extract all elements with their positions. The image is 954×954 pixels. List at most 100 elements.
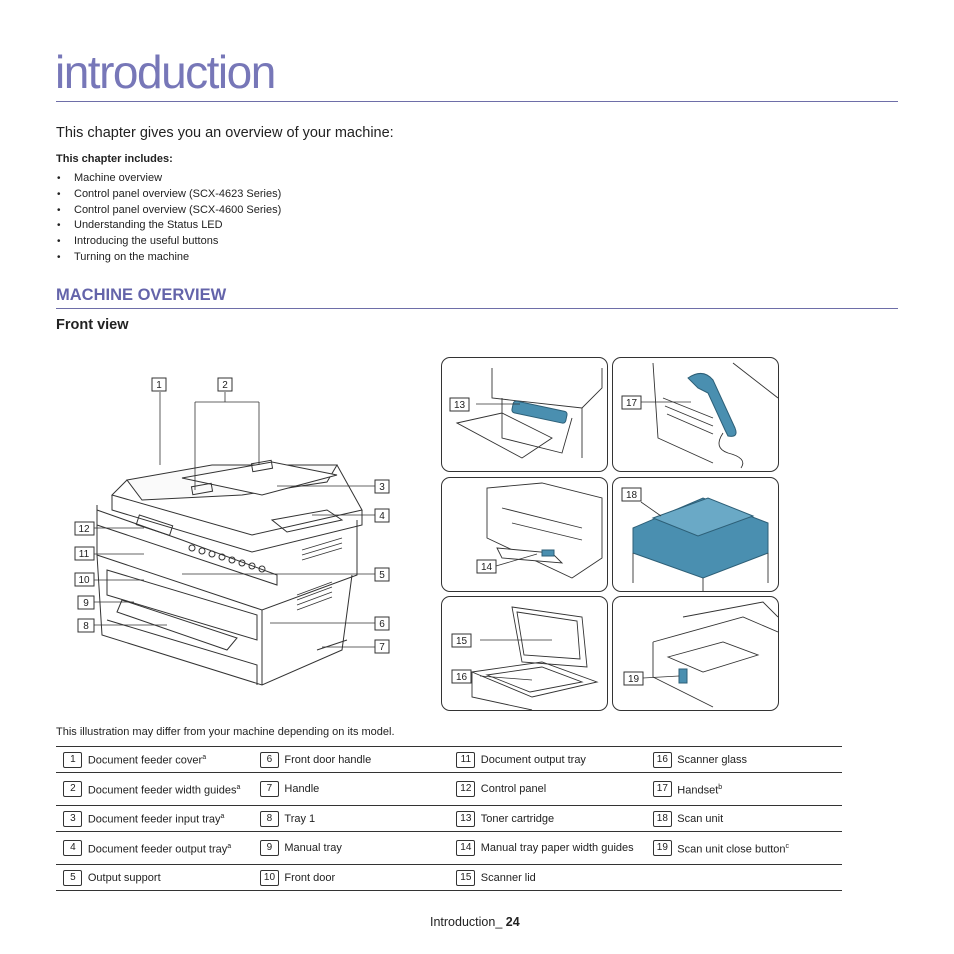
svg-text:19: 19 [628, 674, 640, 685]
legend-number-cell: 16 [645, 746, 678, 773]
legend-label: Manual tray paper width guides [480, 842, 634, 854]
thumb-handset: 17 [612, 357, 779, 472]
callout-2: 2 [217, 377, 233, 392]
svg-text:18: 18 [626, 490, 638, 501]
legend-label: Tray 1 [284, 812, 316, 825]
legend-footnote-marker: a [227, 842, 232, 850]
legend-number-cell: 18 [645, 805, 678, 832]
callout-17: 17 [621, 395, 642, 410]
legend-number-cell: 4 [56, 831, 88, 865]
legend-number-cell: 2 [56, 772, 88, 806]
callout-18: 18 [621, 487, 642, 502]
svg-text:11: 11 [79, 549, 90, 560]
svg-text:10: 10 [78, 575, 90, 586]
callout-8: 8 [77, 618, 95, 633]
legend-number-badge: 15 [456, 869, 476, 886]
legend-number-cell: 9 [252, 831, 285, 865]
legend-number-badge: 6 [259, 751, 279, 768]
svg-text:4: 4 [379, 511, 385, 522]
callout-15: 15 [451, 633, 472, 648]
legend-label-cell: Manual tray [284, 831, 449, 865]
illustration-note: This illustration may differ from your m… [56, 726, 395, 738]
legend-label: Handle [284, 783, 320, 795]
legend-number-cell: 3 [56, 805, 88, 832]
legend-number-cell [645, 864, 678, 891]
legend-number-cell: 10 [252, 864, 285, 891]
handset-illustration: 17 [621, 362, 778, 469]
legend-label: Handset [677, 784, 719, 797]
legend-number-cell: 6 [252, 746, 285, 773]
svg-text:14: 14 [481, 562, 493, 573]
scan-unit-close-button-illustration: 19 [623, 601, 778, 708]
legend-number-badge: 9 [259, 840, 279, 856]
callout-12: 12 [74, 521, 95, 536]
legend-label: Scanner glass [677, 753, 748, 766]
legend-footnote-marker: a [202, 754, 207, 762]
scanner-lid-illustration: 15 16 [451, 606, 599, 710]
list-item[interactable]: Understanding the Status LED [56, 218, 281, 234]
legend-label-cell: Control panel [480, 772, 646, 806]
svg-text:6: 6 [379, 619, 385, 630]
page-number: 24 [505, 915, 520, 929]
sub-heading: Front view [56, 317, 129, 333]
includes-label: This chapter includes: [56, 153, 173, 165]
legend-number-badge: 19 [652, 840, 672, 856]
legend-label: Front door handle [284, 753, 372, 766]
legend-number-cell: 7 [252, 772, 285, 806]
list-item[interactable]: Machine overview [56, 171, 281, 187]
page-title: introduction [55, 46, 276, 98]
legend-footnote-marker: b [718, 783, 723, 791]
legend-label-cell: Document feeder input traya [87, 805, 253, 832]
legend-number-cell: 13 [448, 805, 481, 832]
machine-front-view-illustration: 1 2 3 4 5 6 7 8 [74, 377, 390, 686]
legend-label: Toner cartridge [480, 812, 555, 825]
legend-number-cell: 17 [645, 772, 678, 806]
footer-label: Introduction_ [430, 915, 503, 929]
legend-footnote-marker: c [785, 842, 790, 850]
legend-number-badge: 3 [63, 810, 83, 827]
svg-text:17: 17 [626, 398, 638, 409]
callout-9: 9 [77, 595, 95, 610]
legend-number-badge: 7 [259, 781, 279, 797]
callout-5: 5 [374, 567, 390, 582]
legend-footnote-marker: a [236, 783, 241, 791]
legend-label-cell [677, 864, 842, 891]
legend-number-badge: 5 [63, 869, 83, 886]
svg-text:2: 2 [222, 380, 228, 391]
legend-label: Control panel [480, 783, 547, 795]
legend-number-badge: 17 [652, 781, 672, 797]
callout-19: 19 [623, 671, 644, 686]
legend-number-badge: 18 [652, 810, 672, 827]
legend-label: Scan unit close button [677, 843, 786, 856]
legend-label-cell: Document output tray [480, 746, 646, 773]
legend-number-cell: 15 [448, 864, 481, 891]
callout-13: 13 [449, 397, 470, 412]
legend-label-cell: Handsetb [677, 772, 842, 806]
toner-cartridge-illustration: 13 [449, 368, 603, 459]
legend-label-cell: Front door handle [284, 746, 449, 773]
list-item[interactable]: Control panel overview (SCX-4600 Series) [56, 203, 281, 219]
thumb-scan-unit-close-button: 19 [612, 596, 779, 711]
callout-16: 16 [451, 669, 472, 684]
legend-label-cell: Document feeder output traya [87, 831, 253, 865]
legend-label-cell: Tray 1 [284, 805, 449, 832]
legend-number-cell: 8 [252, 805, 285, 832]
scan-unit-illustration: 18 [621, 487, 769, 591]
legend-label-cell: Toner cartridge [480, 805, 646, 832]
legend-number-cell: 12 [448, 772, 481, 806]
legend-number-cell: 5 [56, 864, 88, 891]
legend-label-cell: Front door [284, 864, 449, 891]
callout-7: 7 [374, 639, 390, 654]
legend-label-cell: Document feeder width guidesa [87, 772, 253, 806]
legend-number-badge: 13 [456, 810, 476, 827]
list-item[interactable]: Turning on the machine [56, 250, 281, 266]
legend-number-badge: 10 [259, 869, 279, 886]
list-item[interactable]: Control panel overview (SCX-4623 Series) [56, 187, 281, 203]
legend-label-cell: Scanner lid [480, 864, 646, 891]
legend-label: Document feeder output tray [87, 843, 228, 856]
legend-label: Document feeder width guides [87, 784, 237, 797]
list-item[interactable]: Introducing the useful buttons [56, 234, 281, 250]
legend-number-cell: 14 [448, 831, 481, 865]
